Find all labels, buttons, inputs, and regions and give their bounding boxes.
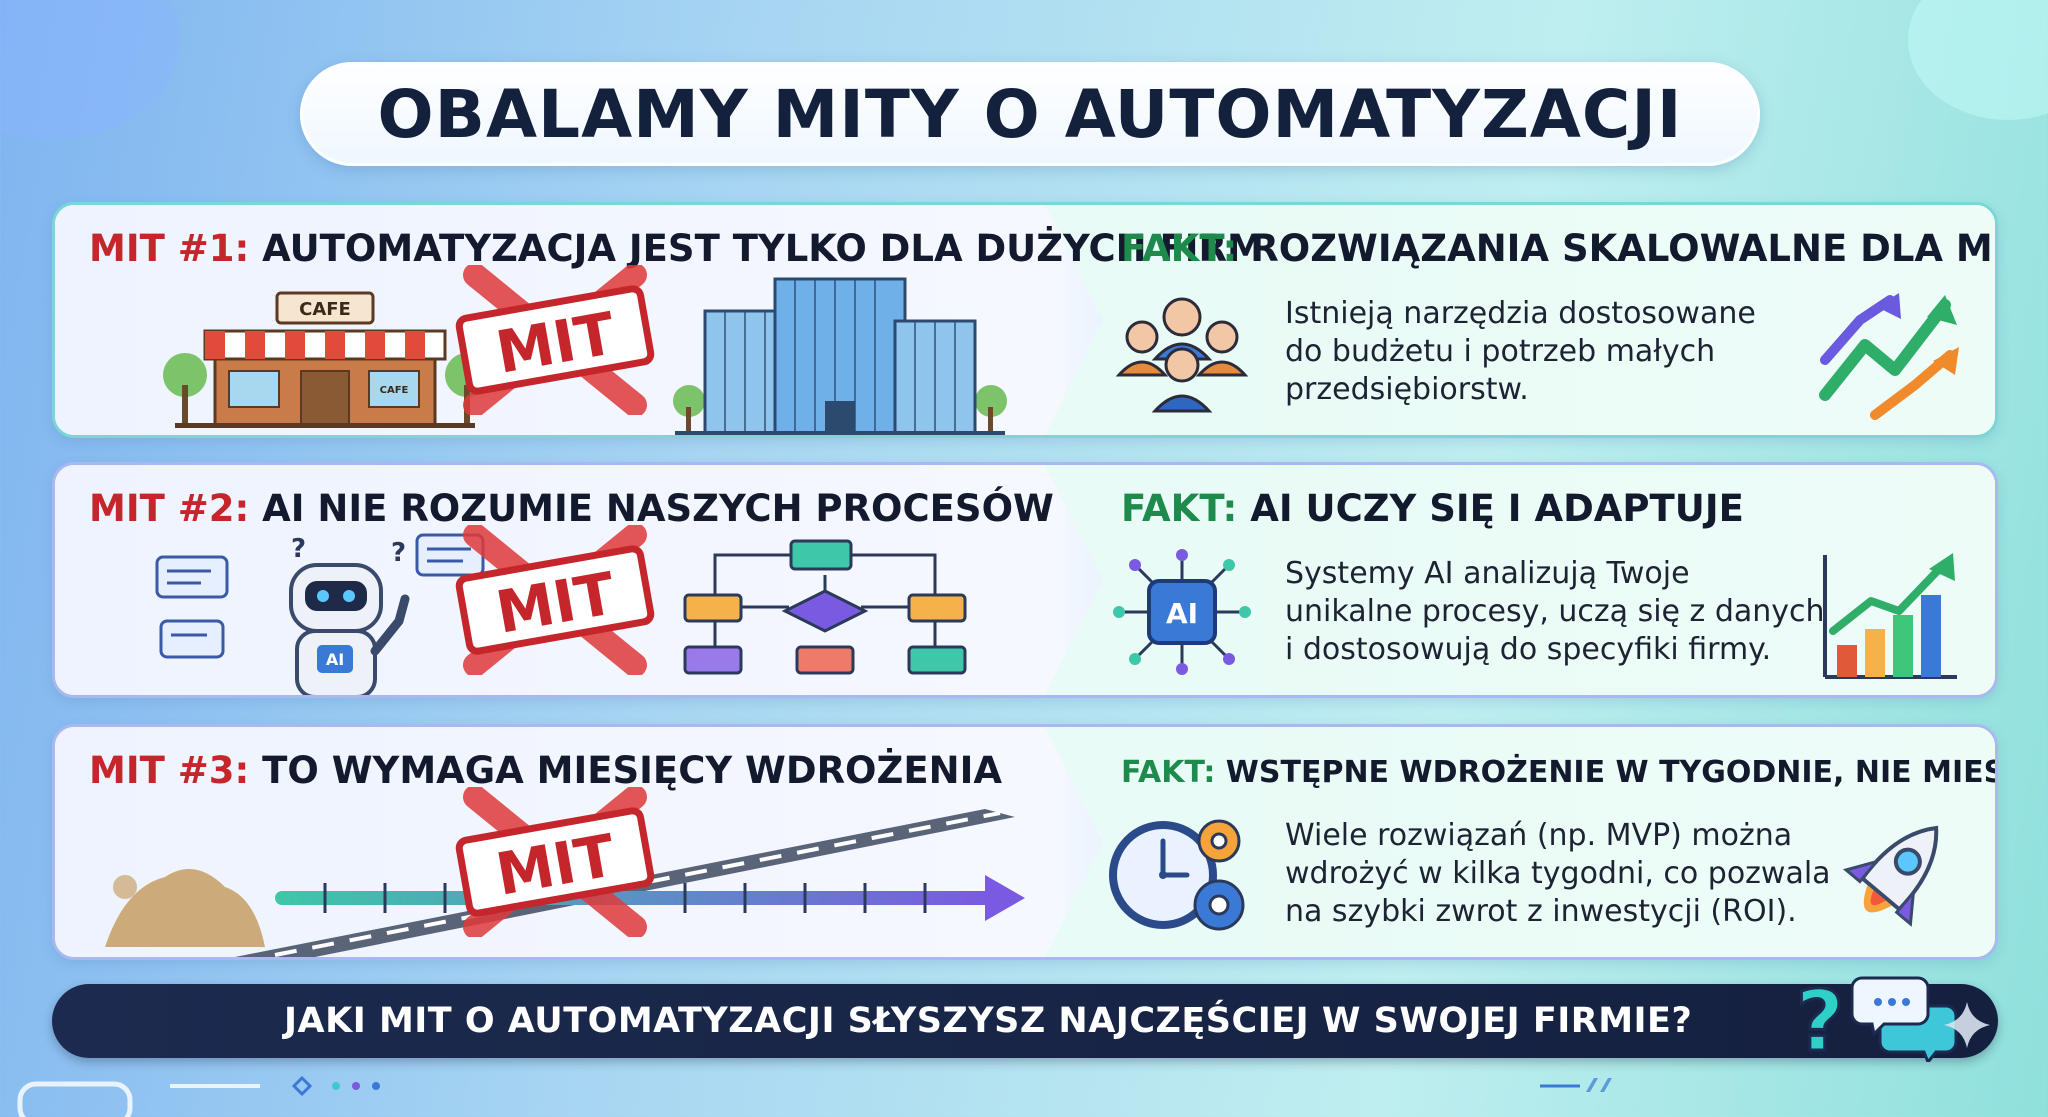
- svg-text:?: ?: [391, 538, 406, 568]
- fact-title: ROZWIĄZANIA SKALOWALNE DLA MŚP: [1250, 227, 1998, 270]
- ai-chip-label: AI: [1166, 597, 1198, 630]
- fact-line: do budżetu i potrzeb małych: [1285, 334, 1716, 369]
- cafe-icon: CAFE CAFE: [163, 291, 489, 428]
- team-icon: [1115, 297, 1249, 413]
- myth-tag: MIT #3:: [89, 749, 250, 792]
- office-building-icon: [673, 277, 1007, 435]
- cafe-window-label: CAFE: [380, 385, 409, 396]
- fact-line: i dostosowują do specyfiki firmy.: [1285, 632, 1772, 667]
- fact-heading: FAKT: WSTĘPNE WDROŻENIE W TYGODNIE, NIE …: [1121, 755, 1998, 790]
- background-blob: [0, 0, 180, 140]
- chat-bubbles-icon: [1850, 976, 1958, 1062]
- myth-row-3: MIT #3: TO WYMAGA MIESIĘCY WDROŻENIA MIT…: [52, 724, 1998, 960]
- sparkle-icon: [1944, 1002, 1990, 1048]
- myth-heading: MIT #1: AUTOMATYZACJA JEST TYLKO DLA DUŻ…: [89, 227, 1264, 270]
- fact-tag: FAKT:: [1121, 487, 1238, 530]
- growth-arrows-icon: [1819, 293, 1959, 420]
- fact-description: Systemy AI analizują Twoje unikalne proc…: [1285, 555, 1845, 669]
- myth-tag: MIT #2:: [89, 487, 250, 530]
- cafe-sign: CAFE: [299, 299, 351, 320]
- robot-badge: AI: [326, 650, 344, 669]
- fact-tag: FAKT:: [1121, 755, 1216, 790]
- fact-line: Wiele rozwiązań (np. MVP) można: [1285, 818, 1793, 853]
- fact-panel: [1045, 205, 1995, 435]
- clock-gears-icon: [1109, 819, 1245, 931]
- robot-icon: ? ? AI: [155, 533, 485, 695]
- myth-text: AI NIE ROZUMIE NASZYCH PROCESÓW: [262, 487, 1054, 530]
- fact-description: Istnieją narzędzia dostosowane do budżet…: [1285, 295, 1845, 409]
- svg-text:?: ?: [291, 534, 306, 564]
- question-banner: JAKI MIT O AUTOMATYZACJI SŁYSZYSZ NAJCZĘ…: [52, 984, 1998, 1058]
- title-banner: OBALAMY MITY O AUTOMATYZACJI: [300, 62, 1760, 166]
- fact-title: AI UCZY SIĘ I ADAPTUJE: [1250, 487, 1744, 530]
- fact-line: przedsiębiorstw.: [1285, 372, 1529, 407]
- myth-row-2: MIT #2: AI NIE ROZUMIE NASZYCH PROCESÓW …: [52, 462, 1998, 698]
- fact-line: wdrożyć w kilka tygodni, co pozwala: [1285, 856, 1831, 891]
- myth-text: AUTOMATYZACJA JEST TYLKO DLA DUŻYCH FIRM: [262, 227, 1264, 270]
- fact-line: Istnieją narzędzia dostosowane: [1285, 296, 1756, 331]
- question-mark-icon: ?: [1794, 971, 1846, 1071]
- page-title: OBALAMY MITY O AUTOMATYZACJI: [377, 75, 1683, 153]
- svg-text:?: ?: [1796, 972, 1845, 1070]
- fact-heading: FAKT: ROZWIĄZANIA SKALOWALNE DLA MŚP: [1121, 227, 1998, 270]
- fact-line: na szybki zwrot z inwestycji (ROI).: [1285, 894, 1797, 929]
- fact-tag: FAKT:: [1121, 227, 1238, 270]
- rocket-icon: [1842, 825, 1939, 927]
- bottom-decoration: [17, 1075, 1612, 1117]
- myth-stamp: MIT: [455, 525, 655, 675]
- ai-chip-icon: AI: [1113, 549, 1251, 675]
- bottom-question: JAKI MIT O AUTOMATYZACJI SŁYSZYSZ NAJCZĘ…: [284, 1001, 1693, 1041]
- myth-heading: MIT #3: TO WYMAGA MIESIĘCY WDROŻENIA: [89, 749, 1002, 792]
- fact-title: WSTĘPNE WDROŻENIE W TYGODNIE, NIE MIESIĄ…: [1225, 755, 1998, 790]
- fact-heading: FAKT: AI UCZY SIĘ I ADAPTUJE: [1121, 487, 1744, 530]
- myth-stamp: MIT: [455, 265, 655, 415]
- myth-stamp: MIT: [455, 787, 655, 937]
- flowchart-icon: [683, 539, 967, 675]
- myth-heading: MIT #2: AI NIE ROZUMIE NASZYCH PROCESÓW: [89, 487, 1054, 530]
- fact-line: Systemy AI analizują Twoje: [1285, 556, 1690, 591]
- bar-chart-growth-icon: [1823, 553, 1957, 679]
- myth-text: TO WYMAGA MIESIĘCY WDROŻENIA: [262, 749, 1002, 792]
- myth-tag: MIT #1:: [89, 227, 250, 270]
- background-blob: [1908, 0, 2048, 120]
- myth-row-1: MIT #1: AUTOMATYZACJA JEST TYLKO DLA DUŻ…: [52, 202, 1998, 438]
- fact-description: Wiele rozwiązań (np. MVP) można wdrożyć …: [1285, 817, 1845, 931]
- fact-line: unikalne procesy, uczą się z danych: [1285, 594, 1825, 629]
